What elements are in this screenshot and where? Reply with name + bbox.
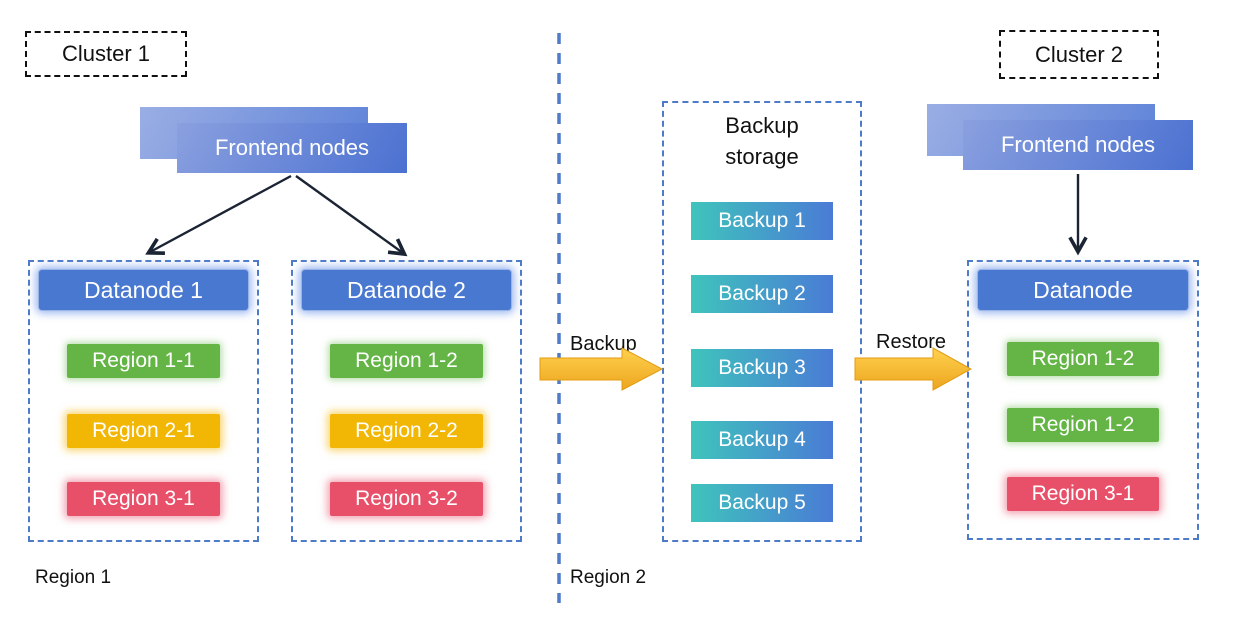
backup-chip-label: Backup 2 (718, 282, 806, 305)
backup-chip-label: Backup 3 (718, 356, 806, 379)
backup-chip-3: Backup 3 (691, 349, 833, 387)
region-chip-label: Region 2-2 (355, 419, 458, 442)
region-chip-label: Region 3-2 (355, 487, 458, 510)
datanode2-header: Datanode 2 (302, 270, 511, 310)
backup-arrow-label: Backup (570, 333, 637, 355)
backup-chip-2: Backup 2 (691, 275, 833, 313)
region-chip-1-1: Region 1-1 (67, 344, 220, 378)
region-chip-label: Region 2-1 (92, 419, 195, 442)
cluster2-frontend-label: Frontend nodes (1000, 132, 1156, 157)
cluster1-label: Cluster 1 (61, 41, 151, 66)
restored-region-chip-2: Region 1-2 (1007, 408, 1159, 442)
cluster1-frontend-label: Frontend nodes (214, 135, 370, 160)
backup-chip-label: Backup 4 (718, 428, 806, 451)
region-chip-3-2: Region 3-2 (330, 482, 483, 516)
backup-storage-title: Backup storage (725, 113, 799, 169)
connector-frontend-to-datanode1 (150, 174, 292, 252)
restored-region-chip-3: Region 3-1 (1007, 477, 1159, 511)
backup-chip-1: Backup 1 (691, 202, 833, 240)
connector-frontend-to-datanode2 (295, 175, 403, 253)
region-chip-label: Region 1-2 (355, 349, 458, 372)
backup-chip-4: Backup 4 (691, 421, 833, 459)
restore-arrow-label: Restore (876, 331, 947, 353)
region-chip-label: Region 3-1 (92, 487, 195, 510)
region-chip-label: Region 1-2 (1031, 347, 1135, 370)
cluster2-frontend-box: Frontend nodes (963, 120, 1193, 170)
restored-region-chip-1: Region 1-2 (1007, 342, 1159, 376)
restore-flow-arrow (854, 347, 973, 391)
cluster2-datanode-header: Datanode (978, 270, 1188, 310)
datanode2-title: Datanode 2 (347, 276, 466, 303)
region-chip-label: Region 1-2 (1031, 413, 1135, 436)
region-chip-label: Region 3-1 (1031, 482, 1135, 505)
cluster2-label-box: Cluster 2 (999, 30, 1159, 79)
datanode1-title: Datanode 1 (84, 276, 203, 303)
datanode1-container: Datanode 1 Region 1-1 Region 2-1 Region … (28, 260, 259, 542)
region1-caption: Region 1 (35, 567, 112, 588)
region-chip-2-2: Region 2-2 (330, 414, 483, 448)
backup-storage-container: Backup storage Backup 1 Backup 2 Backup … (662, 101, 862, 542)
cluster2-datanode-title: Datanode (1033, 276, 1133, 303)
datanode1-header: Datanode 1 (39, 270, 248, 310)
backup-chip-5: Backup 5 (691, 484, 833, 522)
backup-chip-label: Backup 1 (718, 209, 806, 232)
cluster2-label: Cluster 2 (1034, 41, 1124, 67)
backup-chip-label: Backup 5 (718, 491, 806, 514)
cluster2-datanode-container: Datanode Region 1-2 Region 1-2 Region 3-… (967, 260, 1199, 540)
region-chip-label: Region 1-1 (92, 349, 195, 372)
datanode2-container: Datanode 2 Region 1-2 Region 2-2 Region … (291, 260, 522, 542)
region2-caption: Region 2 (570, 567, 647, 588)
region-chip-3-1: Region 3-1 (67, 482, 220, 516)
region-chip-1-2: Region 1-2 (330, 344, 483, 378)
cluster1-frontend-box: Frontend nodes (177, 123, 407, 173)
region-chip-2-1: Region 2-1 (67, 414, 220, 448)
cluster1-label-box: Cluster 1 (25, 31, 187, 77)
